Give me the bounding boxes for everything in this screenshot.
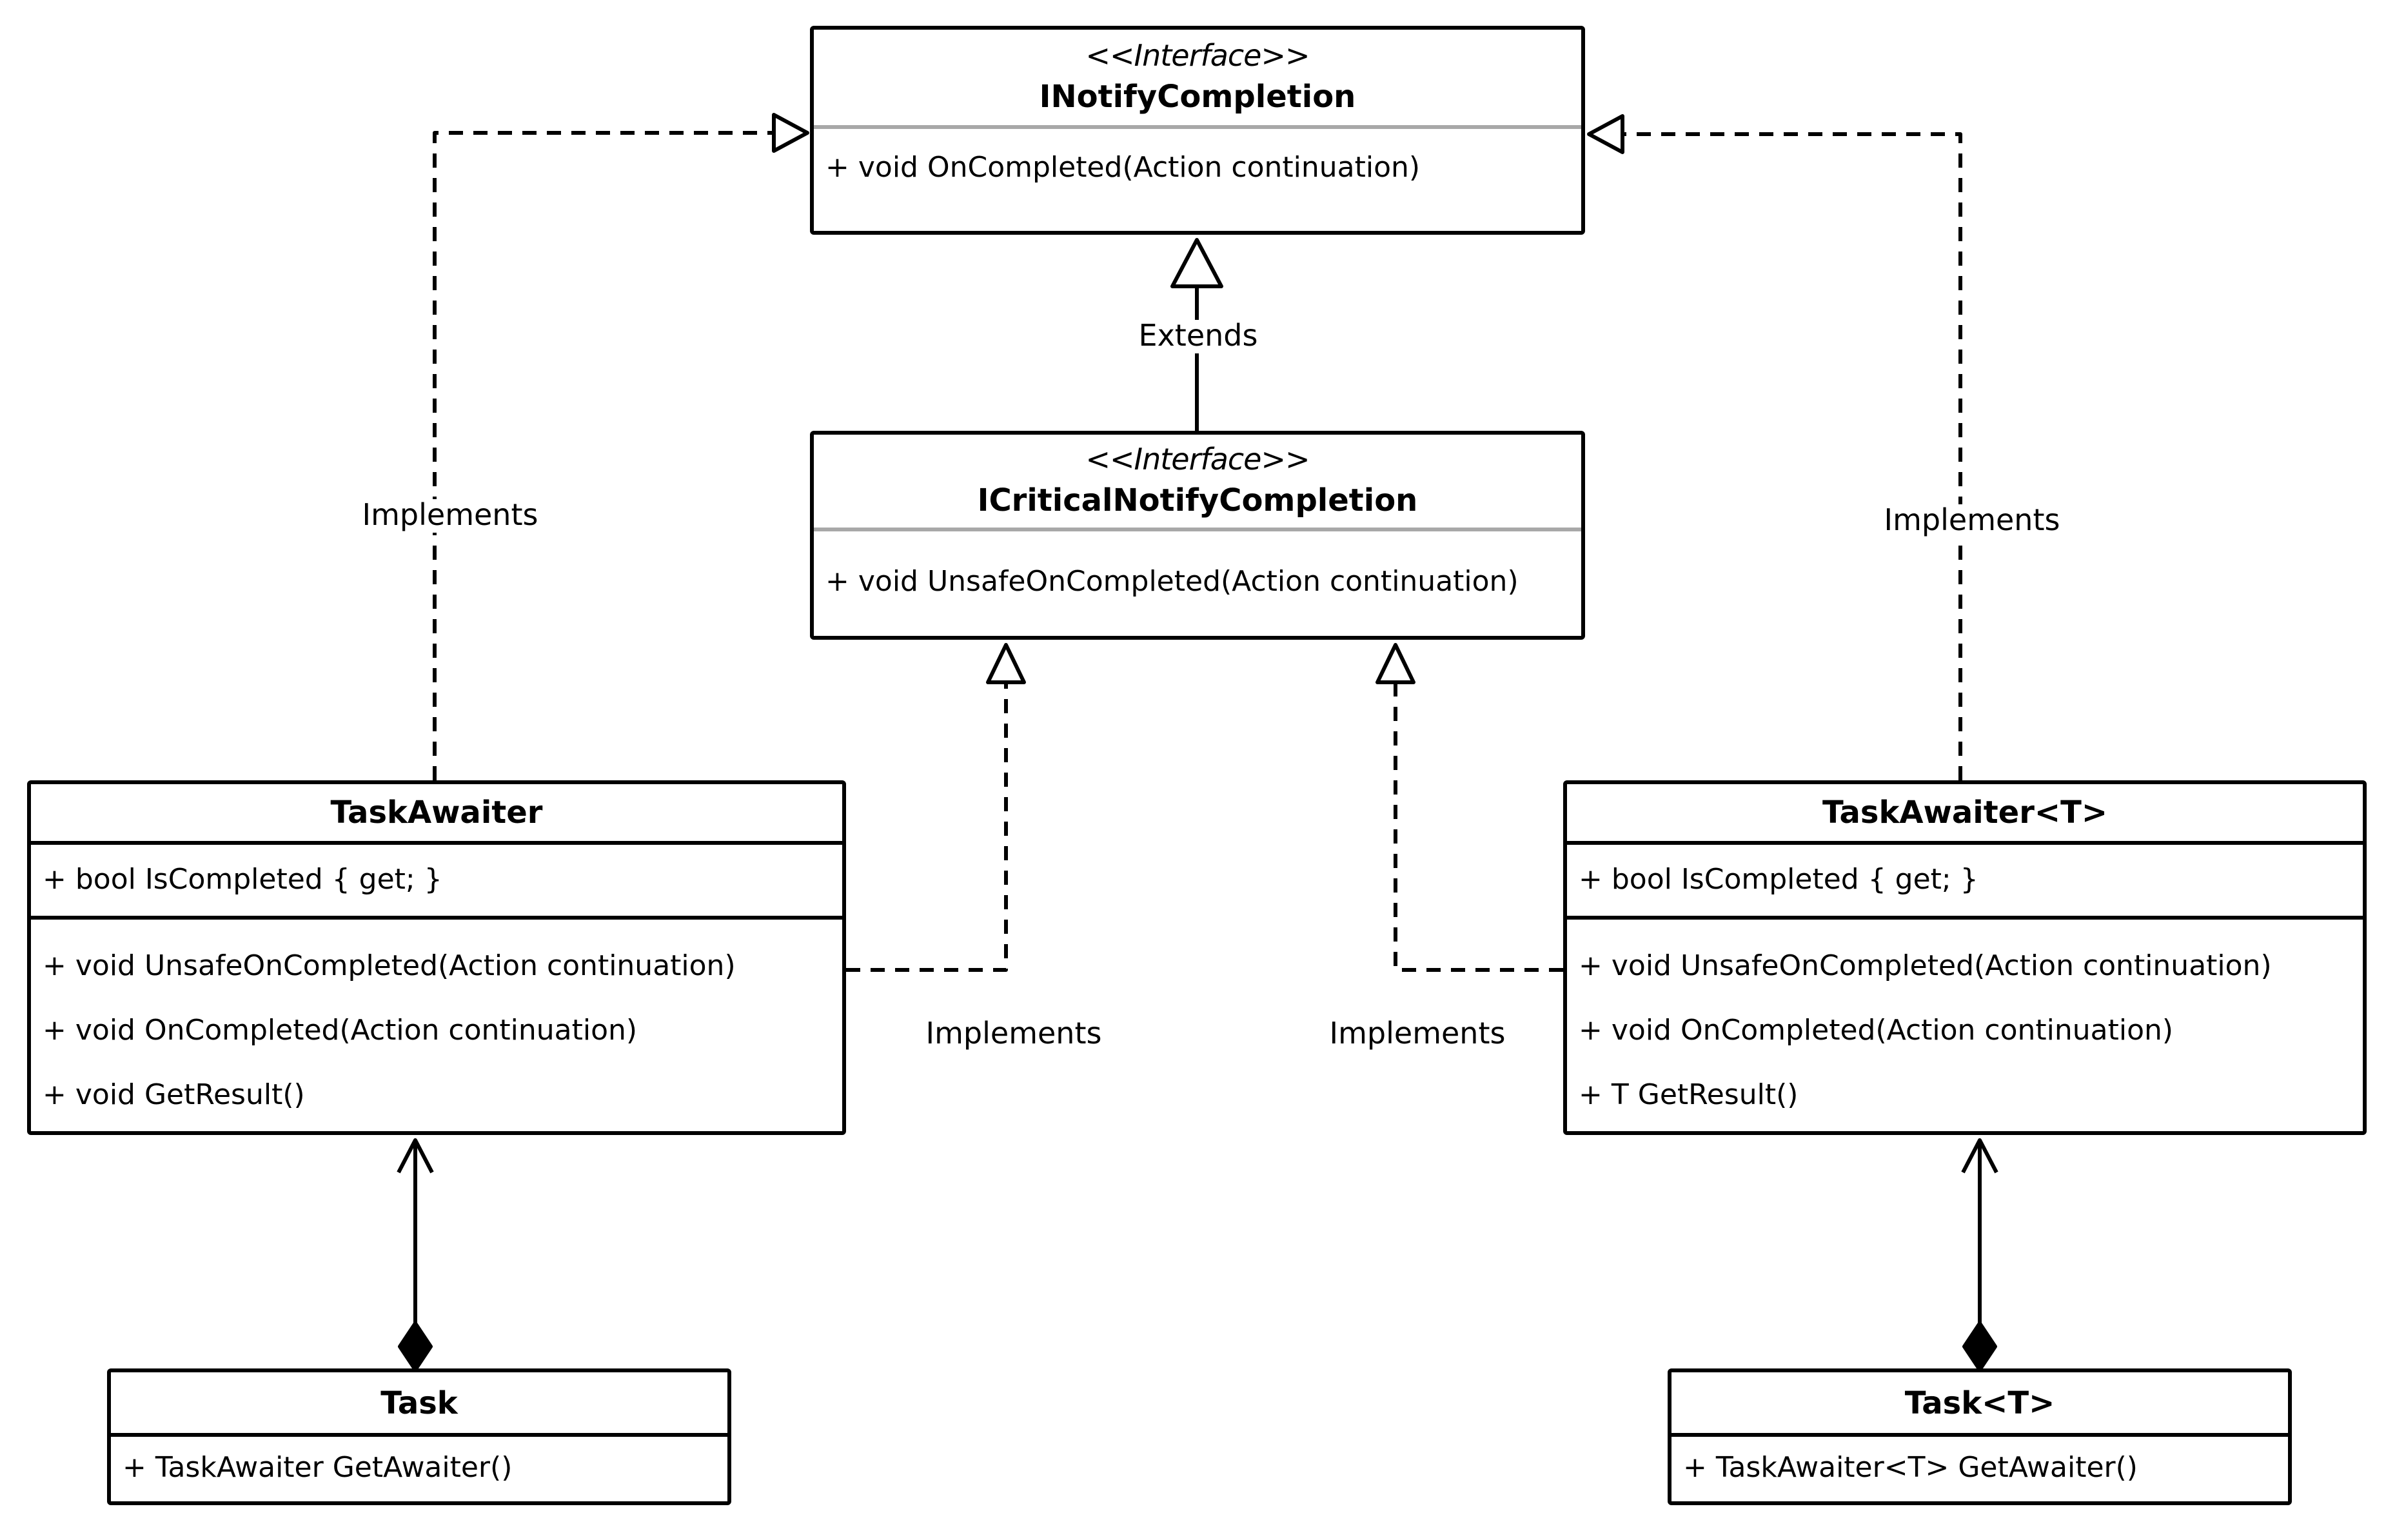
method-oncompleted: + void OnCompleted(Action continuation) xyxy=(1579,1015,2174,1047)
class-name: Task xyxy=(380,1385,458,1421)
title-compartment: <<Interface>> INotifyCompletion xyxy=(814,30,1581,129)
composition-edge-task-t-taskawaiter-t xyxy=(1961,1138,1998,1372)
title-compartment: Task xyxy=(111,1372,727,1437)
realization-edge-taskawaiter-t-inotifycompletion xyxy=(1587,114,1962,780)
property-iscompleted: + bool IsCompleted { get; } xyxy=(1579,864,1978,896)
method-unsafeoncompleted: + void UnsafeOnCompleted(Action continua… xyxy=(1579,951,2272,983)
stereotype-label: <<Interface>> xyxy=(1085,444,1310,477)
stereotype-label: <<Interface>> xyxy=(1085,40,1310,74)
method-getresult: + T GetResult() xyxy=(1579,1080,1799,1112)
open-arrowhead xyxy=(1961,1138,1998,1174)
title-compartment: Task<T> xyxy=(1671,1372,2288,1437)
methods-compartment: + void OnCompleted(Action continuation) xyxy=(814,129,1581,201)
method-unsafeoncompleted: + void UnsafeOnCompleted(Action continua… xyxy=(825,566,1519,598)
methods-compartment: + TaskAwaiter<T> GetAwaiter() xyxy=(1671,1437,2288,1501)
methods-compartment: + void UnsafeOnCompleted(Action continua… xyxy=(31,920,842,1129)
class-box-icriticalnotifycompletion: <<Interface>> ICriticalNotifyCompletion … xyxy=(810,431,1585,640)
method-oncompleted: + void OnCompleted(Action continuation) xyxy=(825,152,1421,184)
title-compartment: TaskAwaiter<T> xyxy=(1567,784,2363,845)
class-name: ICriticalNotifyCompletion xyxy=(977,482,1418,518)
class-name: INotifyCompletion xyxy=(1039,79,1356,115)
class-box-task-t: Task<T> + TaskAwaiter<T> GetAwaiter() xyxy=(1668,1368,2292,1505)
composition-edge-task-taskawaiter xyxy=(397,1138,434,1372)
property-iscompleted: + bool IsCompleted { get; } xyxy=(43,864,442,896)
class-name: Task<T> xyxy=(1904,1385,2055,1421)
title-compartment: TaskAwaiter xyxy=(31,784,842,845)
hollow-triangle-arrowhead xyxy=(1375,643,1415,684)
class-box-taskawaiter-t: TaskAwaiter<T> + bool IsCompleted { get;… xyxy=(1563,780,2367,1135)
edge-label-implements-right: Implements xyxy=(1880,504,2064,538)
realization-edge-taskawaiter-icriticalnotifycompletion xyxy=(846,643,1026,972)
methods-compartment: + void UnsafeOnCompleted(Action continua… xyxy=(814,531,1581,615)
edge-label-implements-center-left: Implements xyxy=(922,1018,1106,1051)
class-name: TaskAwaiter<T> xyxy=(1822,795,2108,831)
realization-edge-taskawaiter-inotifycompletion xyxy=(433,113,809,780)
hollow-triangle-arrowhead xyxy=(1170,238,1223,288)
hollow-triangle-arrowhead xyxy=(772,113,809,153)
method-unsafeoncompleted: + void UnsafeOnCompleted(Action continua… xyxy=(43,951,736,983)
method-getawaiter: + TaskAwaiter<T> GetAwaiter() xyxy=(1683,1452,2138,1485)
properties-compartment: + bool IsCompleted { get; } xyxy=(31,845,842,920)
filled-diamond xyxy=(398,1321,433,1372)
hollow-triangle-arrowhead xyxy=(1587,114,1624,154)
class-box-taskawaiter: TaskAwaiter + bool IsCompleted { get; } … xyxy=(27,780,846,1135)
filled-diamond xyxy=(1962,1321,1997,1372)
hollow-triangle-arrowhead xyxy=(986,643,1026,684)
edge-label-implements-center-right: Implements xyxy=(1325,1018,1510,1051)
properties-compartment: + bool IsCompleted { get; } xyxy=(1567,845,2363,920)
class-box-task: Task + TaskAwaiter GetAwaiter() xyxy=(107,1368,731,1505)
class-name: TaskAwaiter xyxy=(330,795,543,831)
generalization-edge-extends xyxy=(1170,238,1223,431)
open-arrowhead xyxy=(397,1138,434,1174)
methods-compartment: + void UnsafeOnCompleted(Action continua… xyxy=(1567,920,2363,1129)
methods-compartment: + TaskAwaiter GetAwaiter() xyxy=(111,1437,727,1501)
edge-label-extends: Extends xyxy=(1134,320,1262,353)
method-getawaiter: + TaskAwaiter GetAwaiter() xyxy=(123,1452,513,1485)
class-box-inotifycompletion: <<Interface>> INotifyCompletion + void O… xyxy=(810,26,1585,235)
method-oncompleted: + void OnCompleted(Action continuation) xyxy=(43,1015,638,1047)
title-compartment: <<Interface>> ICriticalNotifyCompletion xyxy=(814,435,1581,531)
edge-label-implements-left: Implements xyxy=(358,499,542,533)
realization-edge-taskawaiter-t-icriticalnotifycompletion xyxy=(1375,643,1563,972)
method-getresult: + void GetResult() xyxy=(43,1080,305,1112)
